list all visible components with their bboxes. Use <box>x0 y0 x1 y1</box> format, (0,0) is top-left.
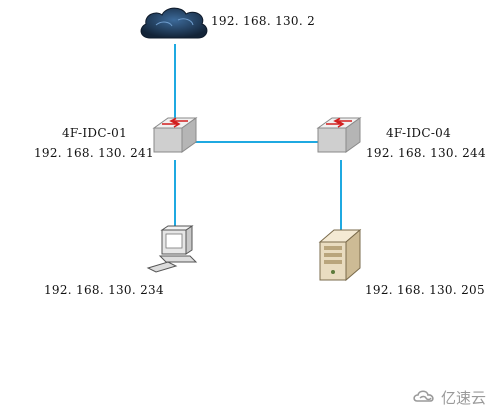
workstation-ip-label: 192. 168. 130. 234 <box>44 283 164 297</box>
switch-left-ip-label: 192. 168. 130. 241 <box>34 146 154 160</box>
server-ip-label: 192. 168. 130. 205 <box>365 283 485 297</box>
cloud-ip-label: 192. 168. 130. 2 <box>211 14 316 28</box>
tower-server-icon <box>318 228 362 282</box>
switch-icon-left <box>152 117 198 153</box>
desktop-computer-icon <box>146 225 198 273</box>
switch-right-ip-label: 192. 168. 130. 244 <box>366 146 486 160</box>
yisu-cloud-logo-icon <box>413 389 434 402</box>
switch-left-name-label: 4F-IDC-01 <box>62 126 128 140</box>
cloud-icon <box>140 7 208 39</box>
watermark: 亿速云 <box>413 387 486 408</box>
switch-right-name-label: 4F-IDC-04 <box>386 126 452 140</box>
watermark-text: 亿速云 <box>440 389 486 407</box>
switch-icon-right <box>316 117 362 153</box>
